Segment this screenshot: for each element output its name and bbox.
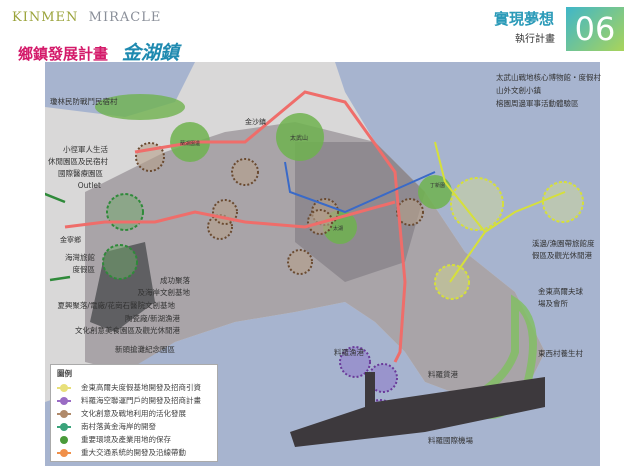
label-golf-1: 金東高爾夫球 <box>538 287 583 296</box>
green-arrows <box>45 192 71 282</box>
legend-swatch-icon <box>57 435 71 444</box>
section-title: 實現夢想 <box>494 10 555 28</box>
brand-name-a: KINMEN <box>12 10 79 25</box>
legend-items: 金東高爾夫度假基地開發及招商引資料羅海空聯運門戶的開發及招商計畫文化創意及戰地利… <box>57 381 211 459</box>
label-golf-2: 場及會所 <box>538 299 568 308</box>
legend-swatch-icon <box>57 448 71 457</box>
legend-title: 圖例 <box>57 369 72 378</box>
page-number: 06 <box>566 7 624 51</box>
yellow-route <box>434 141 566 283</box>
place-park: 蘭湖園遺 <box>180 140 200 147</box>
legend-item: 重要環境及產業用地的保存 <box>57 433 211 446</box>
place-jinsha: 金沙鎮 <box>245 117 266 126</box>
jinhu-district <box>85 122 545 412</box>
page-title: 鄉鎮發展計畫 <box>18 45 109 63</box>
legend-swatch-icon <box>57 396 71 405</box>
label-xiaojing-1: 小徑軍人生活 <box>63 145 108 154</box>
town-title: 金湖鎮 <box>122 42 180 64</box>
label-liaoluo-cargo: 料羅貨港 <box>428 370 458 379</box>
place-taiwu: 太武山 <box>290 134 308 142</box>
golf-resort-sites <box>434 177 584 300</box>
legend-label: 重大交通系統的開發及沿線帶動 <box>81 448 186 457</box>
subsection-title: 執行計畫 <box>515 34 555 45</box>
label-liaoluo-fish: 料羅漁港 <box>334 348 364 357</box>
legend-swatch-icon <box>57 409 71 418</box>
transit-route-west <box>64 200 396 229</box>
map: 金沙鎮 金寧鄉 太武山 蘭湖園遺 太湖 丁新園 <box>45 62 600 466</box>
label-xiyuan-1: 溪邊/漁園帶旅館度 <box>532 239 595 248</box>
label-taoci-1: 陶瓷廠/新湖漁港 <box>124 314 180 323</box>
map-legend: 圖例 金東高爾夫度假基地開發及招商引資料羅海空聯運門戶的開發及招商計畫文化創意及… <box>50 364 218 462</box>
label-haiwan-2: 度假區 <box>72 265 96 274</box>
label-xiaojing-2: 休閒園區及民宿村 <box>48 157 108 166</box>
label-rongyuan: 榕園周邊軍事活動體驗區 <box>496 99 579 108</box>
label-medical: 國際醫療園區 <box>58 169 103 178</box>
label-shanwai: 山外文創小鎮 <box>496 86 541 95</box>
airport-runway <box>290 372 545 447</box>
label-xintou: 新頭搶灘紀念園區 <box>115 345 175 354</box>
legend-label: 文化創意及戰地利用的活化發展 <box>81 409 186 418</box>
legend-item: 金東高爾夫度假基地開發及招商引資 <box>57 381 211 394</box>
legend-label: 料羅海空聯運門戶的開發及招商計畫 <box>81 396 201 405</box>
label-taoci-2: 文化創意美食園區及觀光休閒港 <box>75 326 180 335</box>
place-dingbao: 丁新園 <box>430 182 445 189</box>
brand-name-b: MIRACLE <box>88 10 162 25</box>
label-xiayuan: 夏興聚落/電廠/花崗石醫院文創基地 <box>57 301 175 310</box>
legend-label: 金東高爾夫度假基地開發及招商引資 <box>81 383 201 392</box>
legend-swatch-icon <box>57 383 71 392</box>
brand-logo: KINMEN MIRACLE <box>12 10 161 25</box>
label-haiwan-1: 海灣旅館 <box>65 253 95 262</box>
legend-item: 文化創意及戰地利用的活化發展 <box>57 407 211 420</box>
place-taihu: 太湖 <box>333 225 343 232</box>
legend-label: 南村落黃金海岸的開發 <box>81 422 156 431</box>
legend-item: 料羅海空聯運門戶的開發及招商計畫 <box>57 394 211 407</box>
label-outlet: Outlet <box>77 181 101 190</box>
label-chenggong-2: 及海岸文創基地 <box>137 288 191 297</box>
green-zone <box>95 94 185 120</box>
legend-swatch-icon <box>57 422 71 431</box>
label-qionglin: 瓊林民防戰鬥民宿村 <box>50 97 118 106</box>
label-airport: 料羅國際機場 <box>428 436 473 445</box>
label-taiwu-museum: 太武山戰地核心博物館・度假村 <box>496 73 601 82</box>
legend-item: 重大交通系統的開發及沿線帶動 <box>57 446 211 459</box>
blue-route <box>284 161 436 214</box>
label-chenggong-1: 成功聚落 <box>160 276 190 285</box>
place-jinning: 金寧鄉 <box>60 235 81 244</box>
transit-route <box>134 90 407 363</box>
legend-item: 南村落黃金海岸的開發 <box>57 420 211 433</box>
label-dongxi: 東西村養生村 <box>538 349 583 358</box>
label-xiyuan-2: 假區及觀光休閒港 <box>532 251 592 260</box>
legend-label: 重要環境及產業用地的保存 <box>81 435 171 444</box>
